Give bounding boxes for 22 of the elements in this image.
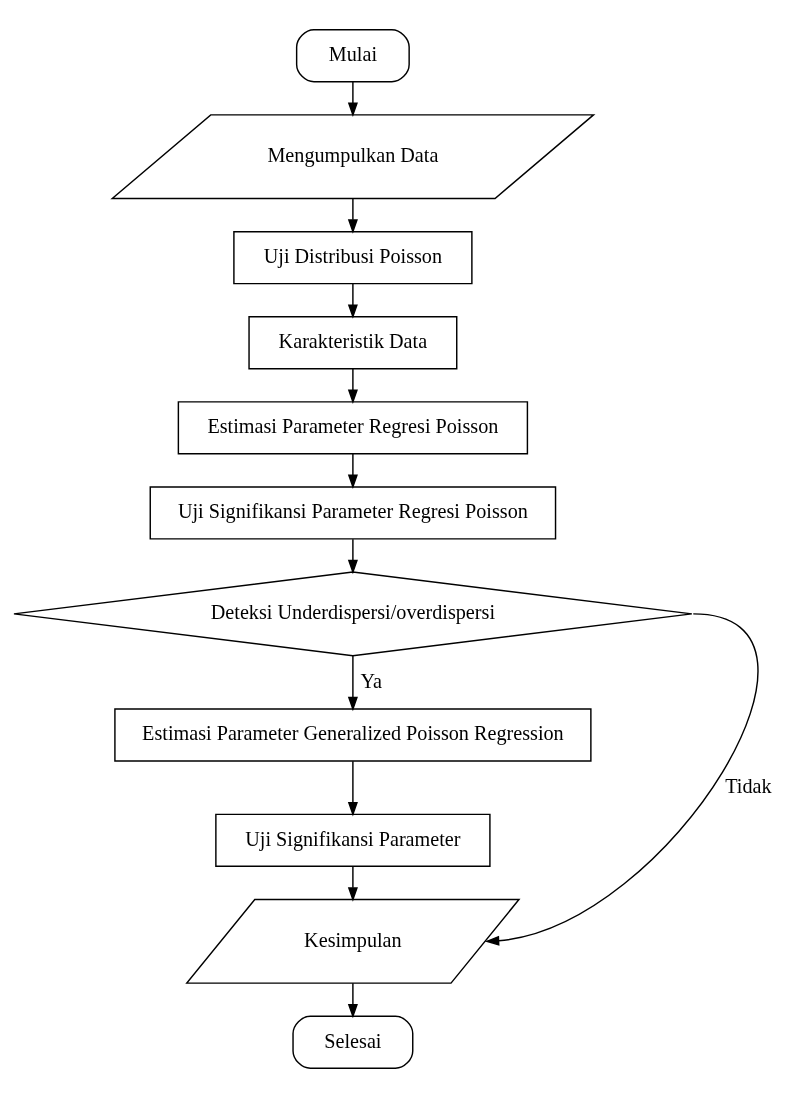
arrow (347, 452, 358, 489)
edge-label: Tidak (725, 774, 772, 797)
arrow (347, 654, 358, 711)
node-box: Mulai (295, 28, 410, 82)
node-box: Selesai (292, 1015, 414, 1069)
arrow (347, 760, 358, 817)
arrow (347, 80, 358, 117)
node-box: Estimasi Parameter Generalized Poisson Regression (114, 707, 592, 762)
edge-label: Ya (360, 669, 383, 692)
node-box: Uji Distribusi Poisson (233, 230, 473, 284)
node-box: Karakteristik Data (248, 315, 458, 369)
node-box: Estimasi Parameter Regresi Poisson (177, 400, 529, 455)
arrow (347, 982, 358, 1018)
arrow (347, 537, 358, 574)
node-diamond: Deteksi Underdispersi/overdispersi (13, 570, 693, 656)
node-box: Uji Signifikansi Parameter (215, 813, 491, 867)
arrow (347, 282, 358, 319)
node-box: Uji Signifikansi Parameter Regresi Poisson (149, 485, 557, 540)
arrow (347, 197, 358, 234)
arrow (347, 367, 358, 404)
arrow (484, 612, 759, 946)
arrow (347, 865, 358, 902)
